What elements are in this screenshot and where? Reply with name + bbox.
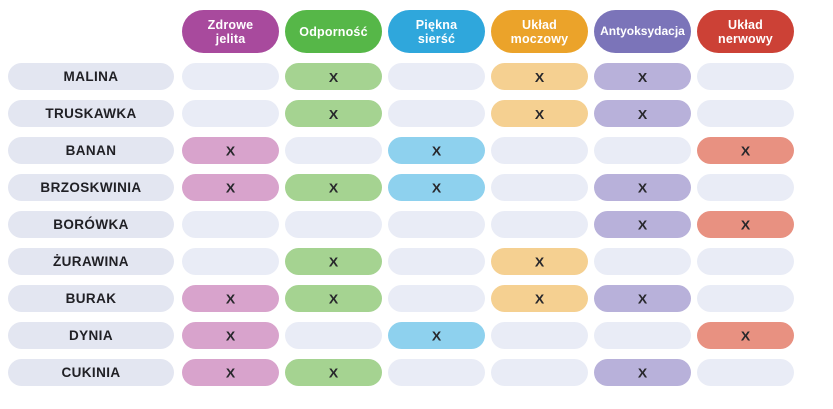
x-mark: X [328,105,339,122]
cell-malina-antyoksydacja: X [594,63,691,90]
cell-cukinia-piekna-siersc [388,359,485,386]
cell-burak-zdrowe-jelita: X [182,285,279,312]
cell-borowka-uklad-moczowy [491,211,588,238]
x-mark: X [225,142,236,159]
row-label-borowka: BORÓWKA [8,211,174,238]
x-mark: X [637,179,648,196]
x-mark: X [637,364,648,381]
cell-zurawina-odpornosc: X [285,248,382,275]
cell-dynia-antyoksydacja [594,322,691,349]
cell-cukinia-odpornosc: X [285,359,382,386]
cell-banan-uklad-moczowy [491,137,588,164]
cell-banan-odpornosc [285,137,382,164]
x-mark: X [534,105,545,122]
row-label-burak: BURAK [8,285,174,312]
cell-brzoskwinia-zdrowe-jelita: X [182,174,279,201]
x-mark: X [328,179,339,196]
cell-banan-antyoksydacja [594,137,691,164]
row-label-banan: BANAN [8,137,174,164]
column-header-odpornosc: Odporność [285,10,382,53]
x-mark: X [225,364,236,381]
x-mark: X [225,327,236,344]
cell-truskawka-zdrowe-jelita [182,100,279,127]
cell-burak-antyoksydacja: X [594,285,691,312]
cell-malina-uklad-nerwowy [697,63,794,90]
cell-dynia-uklad-moczowy [491,322,588,349]
cell-burak-piekna-siersc [388,285,485,312]
row-label-zurawina: ŻURAWINA [8,248,174,275]
corner-spacer [8,10,176,53]
cell-brzoskwinia-antyoksydacja: X [594,174,691,201]
x-mark: X [431,327,442,344]
x-mark: X [740,216,751,233]
column-header-zdrowe-jelita: Zdrowe jelita [182,10,279,53]
column-header-piekna-siersc: Piękna sierść [388,10,485,53]
cell-zurawina-uklad-moczowy: X [491,248,588,275]
cell-borowka-antyoksydacja: X [594,211,691,238]
x-mark: X [534,253,545,270]
cell-malina-odpornosc: X [285,63,382,90]
cell-banan-uklad-nerwowy: X [697,137,794,164]
cell-borowka-odpornosc [285,211,382,238]
cell-zurawina-zdrowe-jelita [182,248,279,275]
x-mark: X [431,179,442,196]
cell-dynia-odpornosc [285,322,382,349]
row-label-cukinia: CUKINIA [8,359,174,386]
x-mark: X [534,68,545,85]
cell-dynia-piekna-siersc: X [388,322,485,349]
x-mark: X [637,68,648,85]
cell-dynia-zdrowe-jelita: X [182,322,279,349]
cell-zurawina-antyoksydacja [594,248,691,275]
x-mark: X [431,142,442,159]
x-mark: X [328,253,339,270]
x-mark: X [740,142,751,159]
cell-malina-zdrowe-jelita [182,63,279,90]
cell-burak-uklad-nerwowy [697,285,794,312]
cell-banan-piekna-siersc: X [388,137,485,164]
x-mark: X [637,216,648,233]
x-mark: X [328,364,339,381]
cell-borowka-zdrowe-jelita [182,211,279,238]
cell-brzoskwinia-odpornosc: X [285,174,382,201]
x-mark: X [740,327,751,344]
cell-cukinia-zdrowe-jelita: X [182,359,279,386]
cell-dynia-uklad-nerwowy: X [697,322,794,349]
row-label-brzoskwinia: BRZOSKWINIA [8,174,174,201]
row-label-dynia: DYNIA [8,322,174,349]
cell-brzoskwinia-uklad-moczowy [491,174,588,201]
cell-truskawka-uklad-moczowy: X [491,100,588,127]
column-header-uklad-moczowy: Układ moczowy [491,10,588,53]
cell-brzoskwinia-uklad-nerwowy [697,174,794,201]
cell-malina-piekna-siersc [388,63,485,90]
cell-borowka-uklad-nerwowy: X [697,211,794,238]
x-mark: X [637,105,648,122]
cell-cukinia-uklad-nerwowy [697,359,794,386]
cell-zurawina-uklad-nerwowy [697,248,794,275]
x-mark: X [225,179,236,196]
column-header-uklad-nerwowy: Układ nerwowy [697,10,794,53]
column-header-antyoksydacja: Antyoksydacja [594,10,691,53]
cell-cukinia-uklad-moczowy [491,359,588,386]
x-mark: X [328,68,339,85]
cell-cukinia-antyoksydacja: X [594,359,691,386]
cell-malina-uklad-moczowy: X [491,63,588,90]
cell-zurawina-piekna-siersc [388,248,485,275]
cell-truskawka-odpornosc: X [285,100,382,127]
cell-burak-uklad-moczowy: X [491,285,588,312]
cell-borowka-piekna-siersc [388,211,485,238]
cell-burak-odpornosc: X [285,285,382,312]
x-mark: X [328,290,339,307]
cell-truskawka-uklad-nerwowy [697,100,794,127]
x-mark: X [534,290,545,307]
x-mark: X [637,290,648,307]
cell-truskawka-piekna-siersc [388,100,485,127]
row-label-truskawka: TRUSKAWKA [8,100,174,127]
cell-brzoskwinia-piekna-siersc: X [388,174,485,201]
x-mark: X [225,290,236,307]
cell-truskawka-antyoksydacja: X [594,100,691,127]
row-label-malina: MALINA [8,63,174,90]
cell-banan-zdrowe-jelita: X [182,137,279,164]
